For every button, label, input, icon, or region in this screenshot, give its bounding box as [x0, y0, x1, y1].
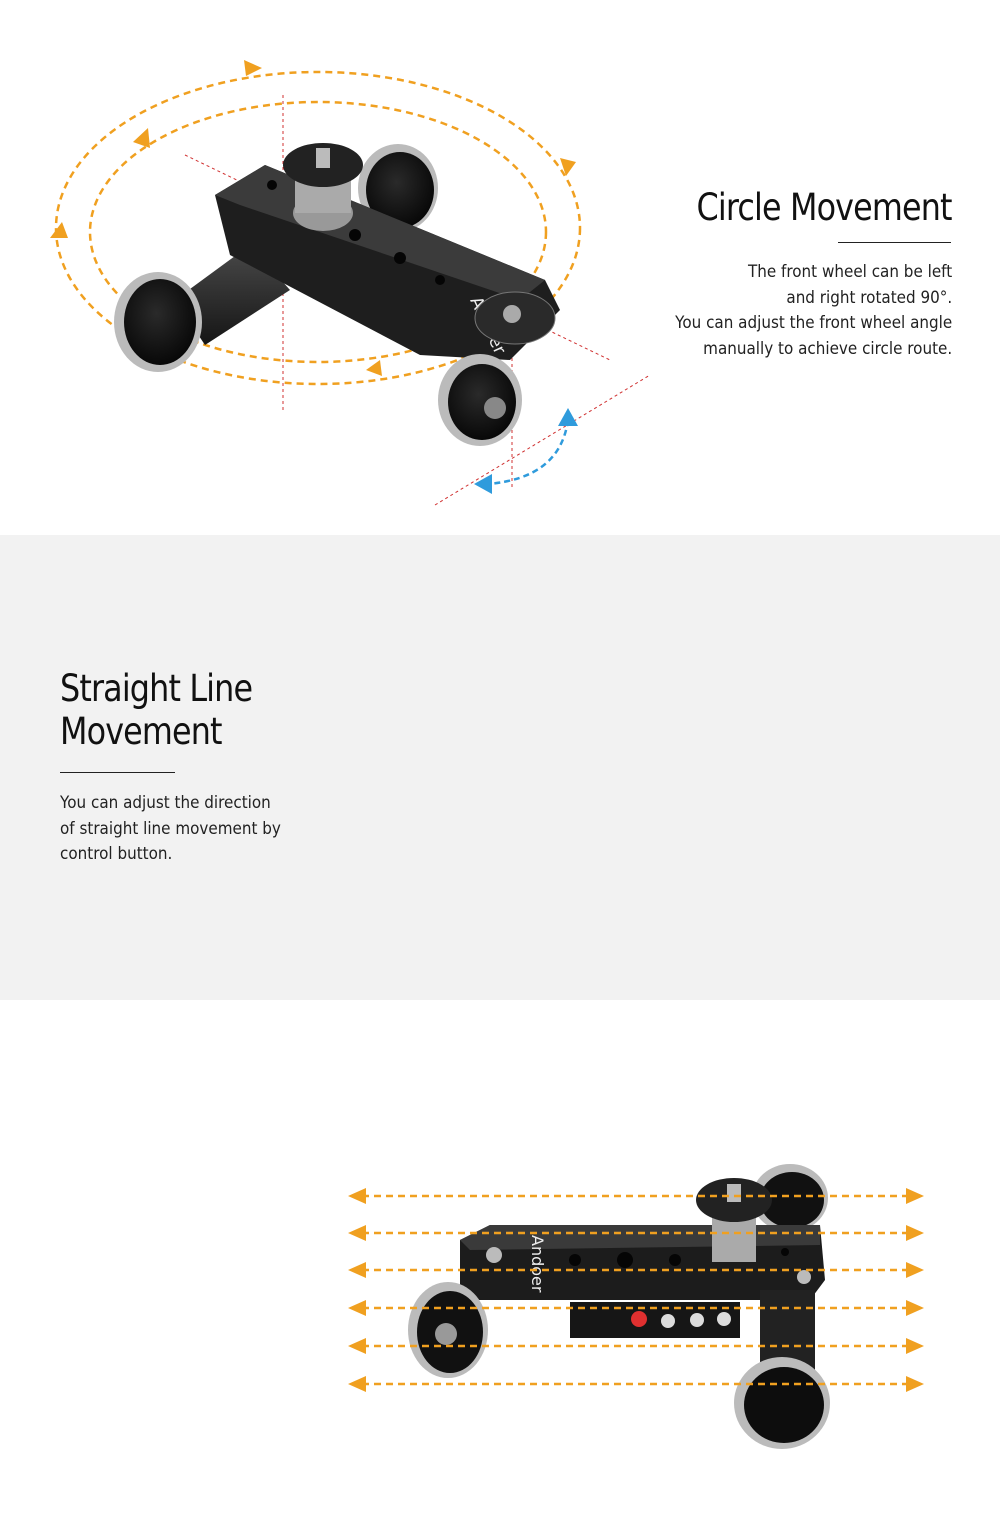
straight-movement-description: You can adjust the direction of straight…	[60, 790, 281, 867]
camera-screw	[727, 1184, 741, 1202]
dolly-device: Andoer	[408, 1164, 830, 1449]
dolly-device: Andoer	[114, 143, 560, 446]
left-wheel	[124, 279, 196, 365]
plate-screw	[797, 1270, 811, 1284]
rotation-arrow	[474, 408, 578, 494]
circle-movement-description: The front wheel can be left and right ro…	[675, 259, 952, 361]
arrowhead-icon	[348, 1188, 366, 1204]
arrowhead-icon	[906, 1338, 924, 1354]
title-line: Movement	[60, 710, 223, 753]
description-line: manually to achieve circle route.	[702, 338, 952, 358]
description-line: control button.	[60, 844, 173, 863]
arrowhead-icon	[906, 1376, 924, 1392]
orbit-arrows	[54, 70, 582, 386]
arrowhead-icon	[474, 474, 492, 494]
minus-icon	[717, 1312, 731, 1326]
arrowhead-icon	[906, 1188, 924, 1204]
description-line: of straight line movement by	[60, 818, 281, 838]
circle-movement-illustration: Andoer	[50, 60, 651, 506]
brand-logo: Andoer	[528, 1235, 547, 1293]
description-line: You can adjust the front wheel angle	[674, 313, 952, 332]
dial-screw	[503, 305, 521, 323]
arrowhead-icon	[244, 60, 262, 76]
front-wheel-bearing	[484, 397, 506, 419]
outer-orbit-path	[54, 70, 582, 386]
arrowhead-icon	[906, 1300, 924, 1316]
direction-icon	[661, 1314, 675, 1328]
arrowhead-icon	[906, 1225, 924, 1241]
inner-orbit-path	[88, 100, 548, 364]
description-line: You can adjust the direction	[60, 793, 271, 812]
camera-screw	[316, 148, 330, 168]
rear-wheel	[366, 152, 434, 228]
straight-movement-title: Straight Line Movement	[60, 667, 253, 753]
arrowhead-icon	[366, 360, 382, 376]
bottom-wheel	[744, 1367, 824, 1443]
arrowhead-icon	[560, 158, 576, 176]
title-line: Straight Line	[60, 667, 253, 710]
arrowhead-icon	[348, 1376, 366, 1392]
title-divider	[60, 772, 175, 773]
plus-icon	[690, 1313, 704, 1327]
circle-movement-title: Circle Movement	[696, 186, 953, 229]
arrowhead-icon	[50, 222, 68, 238]
arrowhead-icon	[348, 1262, 366, 1278]
straight-movement-section: Andoer Straight Line Movemen	[0, 535, 1000, 1449]
front-wheel-bearing	[435, 1323, 457, 1345]
arrowhead-icon	[348, 1300, 366, 1316]
straight-movement-illustration: Andoer	[348, 1164, 924, 1449]
description-line: and right rotated 90°.	[786, 287, 952, 307]
title-divider	[838, 242, 951, 243]
plate-holes	[267, 180, 445, 285]
plate-screw	[486, 1247, 502, 1263]
arrowhead-icon	[348, 1225, 366, 1241]
arrowhead-icon	[558, 408, 578, 426]
arrowhead-icon	[348, 1338, 366, 1354]
description-line: The front wheel can be left	[747, 262, 952, 281]
power-icon	[631, 1311, 647, 1327]
front-wheel	[448, 364, 516, 440]
arrowhead-icon	[133, 128, 150, 148]
arrowhead-icon	[906, 1262, 924, 1278]
circle-movement-section: Andoer Circle Movement The front wheel c…	[0, 0, 1000, 535]
